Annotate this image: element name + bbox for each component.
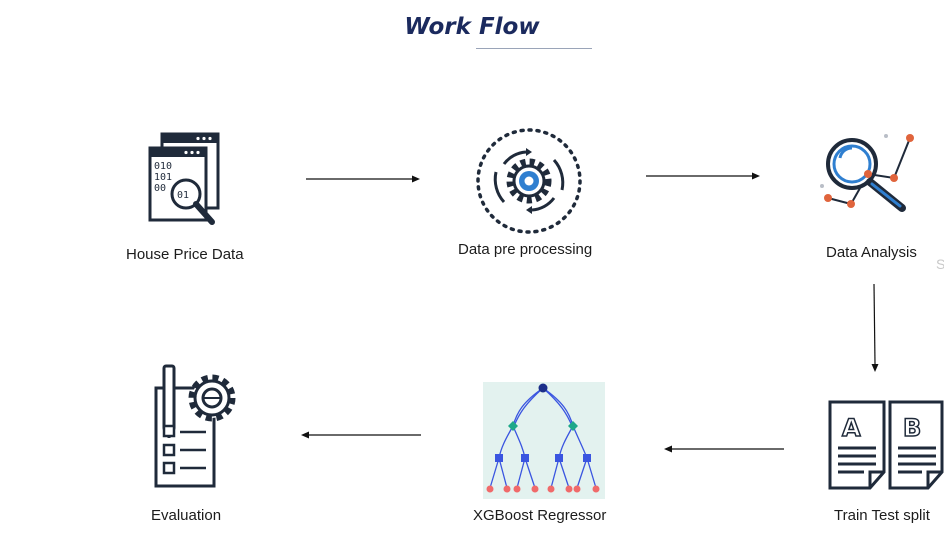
document-ab-icon: A B (828, 400, 944, 490)
doc-a-letter: A (842, 414, 861, 442)
node-house-price-data: 010 101 00 01 (140, 128, 230, 235)
magnifier-chart-icon (820, 134, 914, 212)
gear-process-icon (476, 128, 582, 234)
binary-line-2: 101 (154, 172, 172, 183)
label-data-preprocessing: Data pre processing (458, 241, 593, 258)
node-train-test-split: A B (826, 398, 944, 499)
node-data-analysis (816, 128, 918, 223)
binary-line-3: 00 (154, 183, 166, 194)
edge-cutoff-mark: S (936, 256, 944, 272)
label-xgboost-regressor: XGBoost Regressor (473, 507, 607, 524)
label-data-analysis: Data Analysis (826, 244, 917, 261)
arrow-split-to-xgboost (664, 445, 784, 453)
decision-tree-icon (486, 383, 600, 493)
label-evaluation: Evaluation (151, 507, 222, 524)
node-data-preprocessing (474, 128, 584, 239)
label-train-test-split: Train Test split (834, 507, 930, 524)
arrow-preprocessing-to-analysis (646, 172, 760, 180)
xgboost-tree-background (483, 382, 605, 499)
diagram-title: Work Flow (404, 14, 540, 40)
arrow-analysis-to-split (871, 284, 879, 372)
node-xgboost-regressor (483, 382, 605, 504)
arrow-xgboost-to-evaluation (301, 431, 421, 439)
checklist-gear-icon (154, 364, 236, 488)
label-house-price-data: House Price Data (126, 246, 244, 263)
binary-badge: 01 (177, 190, 189, 201)
node-evaluation (150, 362, 242, 495)
title-underline (476, 48, 592, 49)
database-search-icon: 010 101 00 01 (148, 132, 220, 225)
doc-b-letter: B (903, 414, 921, 442)
binary-line-1: 010 (154, 161, 172, 172)
arrow-house-to-preprocessing (306, 175, 420, 183)
